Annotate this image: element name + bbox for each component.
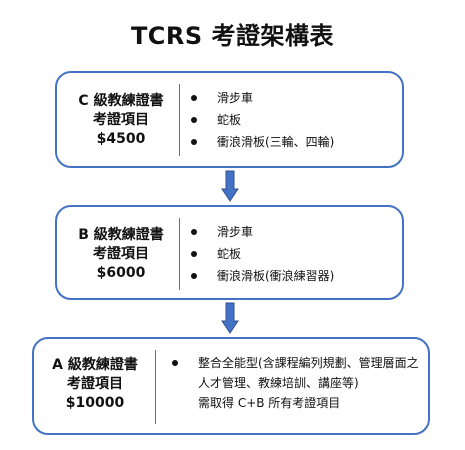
- level-c-item-list: 滑步車 蛇板 衝浪滑板(三輪、四輪): [189, 87, 334, 153]
- bullet-icon: [191, 273, 197, 279]
- level-c-exam-items: 考證項目: [93, 112, 149, 128]
- level-c-price: $4500: [96, 131, 146, 147]
- bullet-icon: [191, 139, 197, 145]
- level-c-box: C 級教練證書 考證項目 $4500 滑步車 蛇板 衝浪滑板(三輪、四輪): [55, 71, 404, 168]
- level-c-item: 蛇板: [189, 109, 334, 131]
- level-b-price: $6000: [96, 265, 146, 281]
- level-c-item: 衝浪滑板(三輪、四輪): [189, 131, 334, 153]
- level-b-item: 蛇板: [189, 243, 334, 265]
- bullet-icon: [191, 117, 197, 123]
- level-b-divider: [179, 218, 180, 290]
- level-b-item-text: 滑步車: [217, 225, 254, 239]
- level-c-item: 滑步車: [189, 87, 334, 109]
- level-a-box: A 級教練證書 考證項目 $10000 整合全能型(含課程編列規劃、管理層面之人…: [32, 337, 430, 435]
- level-c-divider: [179, 84, 180, 156]
- bullet-icon: [191, 95, 197, 101]
- level-b-item-text: 蛇板: [217, 247, 242, 261]
- level-c-item-text: 滑步車: [217, 91, 254, 105]
- level-b-exam-items: 考證項目: [93, 246, 149, 262]
- down-arrow-icon: [221, 170, 239, 202]
- diagram-title: TCRS 考證架構表: [130, 22, 335, 50]
- level-b-item-list: 滑步車 蛇板 衝浪滑板(衝浪練習器): [189, 221, 334, 287]
- level-b-certificate: B 級教練證書: [78, 227, 164, 243]
- level-b-box: B 級教練證書 考證項目 $6000 滑步車 蛇板 衝浪滑板(衝浪練習器): [55, 205, 404, 300]
- level-a-requirement: 需取得 C+B 所有考證項目: [198, 396, 341, 410]
- level-b-item: 滑步車: [189, 221, 334, 243]
- level-a-certificate: A 級教練證書: [52, 357, 138, 373]
- level-a-item-list: 整合全能型(含課程編列規劃、管理層面之人才管理、教練培訓、講座等) 需取得 C+…: [170, 353, 424, 413]
- bullet-icon: [172, 360, 178, 366]
- level-b-label: B 級教練證書 考證項目 $6000: [63, 226, 179, 283]
- level-b-item-text: 衝浪滑板(衝浪練習器): [217, 269, 335, 283]
- level-c-item-text: 蛇板: [217, 113, 242, 127]
- level-c-certificate: C 級教練證書: [78, 93, 164, 109]
- level-b-item: 衝浪滑板(衝浪練習器): [189, 265, 334, 287]
- level-a-item: 整合全能型(含課程編列規劃、管理層面之人才管理、教練培訓、講座等): [170, 353, 424, 393]
- down-arrow-icon: [221, 302, 239, 334]
- bullet-icon: [191, 229, 197, 235]
- level-a-item-text: 整合全能型(含課程編列規劃、管理層面之人才管理、教練培訓、講座等): [198, 356, 419, 390]
- level-a-price: $10000: [65, 395, 125, 411]
- level-a-divider: [155, 350, 156, 424]
- level-c-label: C 級教練證書 考證項目 $4500: [63, 92, 179, 149]
- bullet-icon: [191, 251, 197, 257]
- level-a-label: A 級教練證書 考證項目 $10000: [38, 356, 152, 413]
- level-c-item-text: 衝浪滑板(三輪、四輪): [217, 135, 335, 149]
- level-a-exam-items: 考證項目: [67, 376, 123, 392]
